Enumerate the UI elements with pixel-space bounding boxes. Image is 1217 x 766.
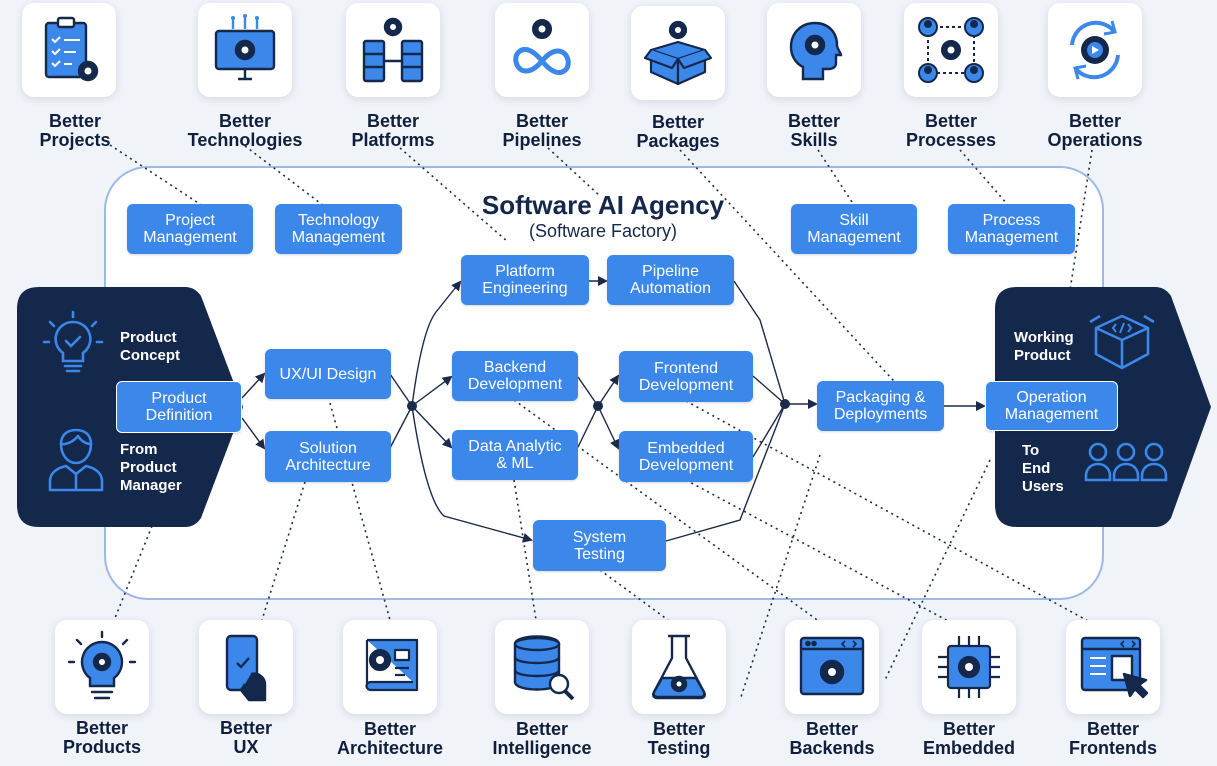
better-pipelines-label: Better Pipelines <box>502 111 582 150</box>
operation-management-box[interactable]: Operation Management <box>985 381 1118 431</box>
servers-gear-icon <box>346 3 440 97</box>
product-definition-box[interactable]: Product Definition <box>116 381 242 433</box>
better-operations-label: Better Operations <box>1047 111 1143 150</box>
embedded-development-box[interactable]: Embedded Development <box>619 431 753 482</box>
better-backends-label: Better Backends <box>789 719 875 758</box>
ux-ui-design-box[interactable]: UX/UI Design <box>265 349 391 399</box>
process-network-icon <box>904 3 998 97</box>
bulb-gear-icon <box>55 620 149 714</box>
skill-management-box[interactable]: Skill Management <box>791 204 917 254</box>
person-icon <box>44 424 108 499</box>
technology-management-box[interactable]: Technology Management <box>275 204 402 254</box>
database-search-icon <box>495 620 589 714</box>
pipeline-automation-box[interactable]: Pipeline Automation <box>607 255 734 305</box>
project-management-box[interactable]: Project Management <box>127 204 253 254</box>
packaging-deployments-box[interactable]: Packaging & Deployments <box>817 381 944 431</box>
better-processes-label: Better Processes <box>905 111 997 150</box>
better-skills-label: Better Skills <box>787 111 840 150</box>
product-concept-label: Product Concept <box>120 329 180 364</box>
frontend-development-box[interactable]: Frontend Development <box>619 351 753 402</box>
phone-hand-icon <box>199 620 293 714</box>
from-product-manager-label: From Product Manager <box>120 441 182 494</box>
cycle-play-icon <box>1048 3 1142 97</box>
window-cursor-icon <box>1066 620 1160 714</box>
working-product-label: Working Product <box>1014 329 1074 364</box>
better-intelligence-label: Better Intelligence <box>492 719 592 758</box>
box-code-icon <box>1088 312 1156 377</box>
flask-gear-icon <box>632 620 726 714</box>
diagram-subtitle: (Software Factory) <box>528 221 678 241</box>
better-embedded-label: Better Embedded <box>922 719 1015 758</box>
clipboard-gear-icon <box>22 3 116 97</box>
browser-gear-icon <box>785 620 879 714</box>
better-platforms-label: Better Platforms <box>351 111 435 150</box>
better-frontends-label: Better Frontends <box>1069 719 1157 758</box>
better-testing-label: Better Testing <box>647 719 711 758</box>
to-end-users-label: To End Users <box>1022 442 1064 495</box>
system-testing-box[interactable]: System Testing <box>533 520 666 571</box>
platform-engineering-box[interactable]: Platform Engineering <box>461 255 589 305</box>
better-architecture-label: Better Architecture <box>336 719 444 758</box>
backend-development-box[interactable]: Backend Development <box>452 351 578 401</box>
open-box-gear-icon <box>631 6 725 100</box>
lightbulb-check-icon <box>40 310 106 381</box>
better-ux-label: Better UX <box>219 718 272 757</box>
blueprint-gear-icon <box>343 620 437 714</box>
infinity-gear-icon <box>495 3 589 97</box>
users-group-icon <box>1084 440 1168 489</box>
diagram-title: Software AI Agency <box>481 190 725 220</box>
solution-architecture-box[interactable]: Solution Architecture <box>265 431 391 482</box>
process-management-box[interactable]: Process Management <box>948 204 1075 254</box>
better-projects-label: Better Projects <box>39 111 111 150</box>
better-technologies-label: Better Technologies <box>187 111 303 150</box>
data-analytic-ml-box[interactable]: Data Analytic & ML <box>452 430 578 480</box>
better-packages-label: Better Packages <box>636 112 720 151</box>
better-products-label: Better Products <box>62 718 141 757</box>
head-gear-icon <box>767 3 861 97</box>
monitor-gear-icon <box>198 3 292 97</box>
chip-gear-icon <box>922 620 1016 714</box>
